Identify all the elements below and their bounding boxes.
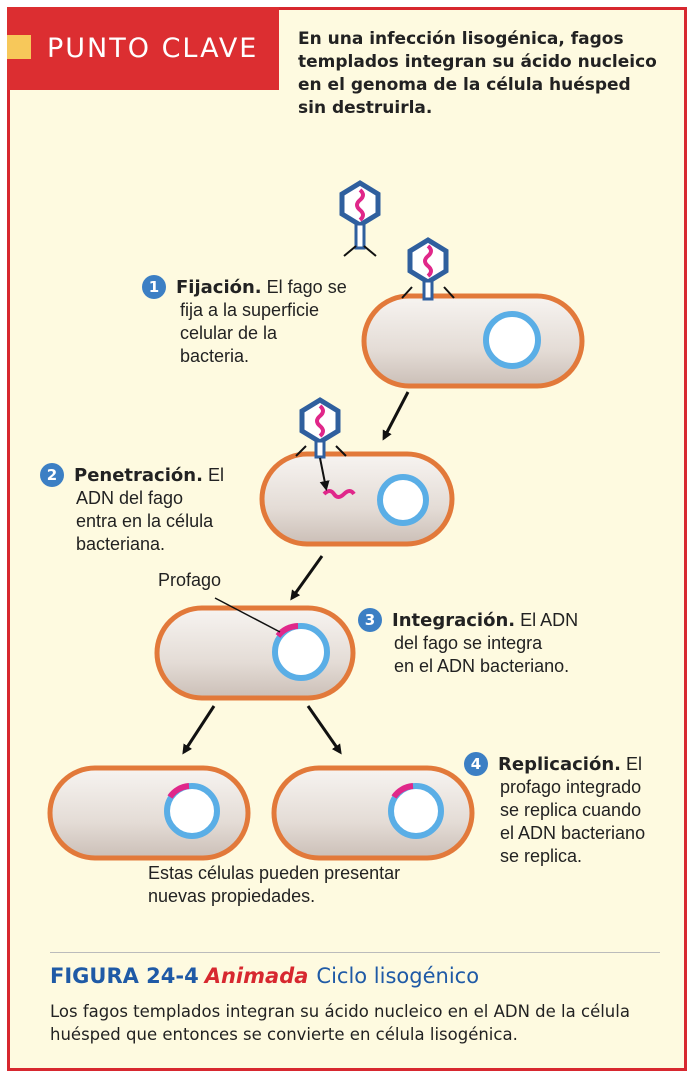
step-3-line: del fago se integra — [394, 633, 543, 653]
step-3-number: 3 — [358, 608, 382, 632]
key-point-text: En una infección lisogénica, fagos templ… — [298, 29, 657, 118]
step-1-title: Fijación. — [176, 277, 262, 298]
step-4-line: se replica cuando — [500, 800, 642, 820]
phage-injecting — [299, 397, 341, 491]
new-properties-note: Estas células pueden presentar nuevas pr… — [148, 862, 400, 908]
figure-animated-tag: Animada — [204, 964, 309, 988]
figure-title: Ciclo lisogénico — [316, 964, 480, 988]
key-point-banner: PUNTO CLAVE — [7, 7, 279, 90]
step-4-line: El — [625, 754, 642, 774]
free-phage — [339, 180, 381, 257]
step-1-line: fija a la superficie — [180, 300, 320, 320]
new-properties-line: Estas células pueden presentar — [148, 863, 401, 883]
caption-divider — [50, 952, 660, 953]
step-3-line: El ADN — [520, 610, 579, 630]
step-4-line: el ADN bacteriano — [500, 823, 646, 843]
step-4-line: se replica. — [500, 846, 583, 866]
step-1-line: bacteria. — [180, 346, 250, 366]
step-2-line: El — [207, 465, 224, 485]
arrow-3-4a — [182, 705, 216, 755]
step-1: 1 Fijación. El fago se fija a la superfic… — [142, 275, 347, 368]
step-4-number: 4 — [464, 752, 488, 776]
cell-integration — [154, 597, 356, 701]
step-2: 2 Penetración. El ADN del fago entra en l… — [40, 463, 224, 556]
figure-caption: Los fagos templados integran su ácido nu… — [50, 1002, 630, 1044]
step-3: 3 Integración. El ADN del fago se integra… — [358, 608, 578, 678]
prophage-label: Profago — [158, 570, 222, 590]
new-properties-line: nuevas propiedades. — [148, 886, 316, 906]
banner-title: PUNTO CLAVE — [47, 33, 259, 64]
cell-replication-left — [47, 765, 251, 861]
step-4: 4 Replicación. El profago integrado se re… — [464, 752, 645, 868]
phage-attached — [407, 237, 449, 301]
arrow-3-4b — [306, 705, 342, 755]
step-1-number: 1 — [142, 275, 166, 299]
arrow-2-3 — [290, 555, 324, 601]
step-3-title: Integración. — [392, 610, 516, 631]
step-1-line: celular de la — [180, 323, 278, 343]
step-4-line: profago integrado — [500, 777, 642, 797]
cell-replication-right — [271, 765, 475, 861]
step-3-line: en el ADN bacteriano. — [394, 656, 570, 676]
step-2-title: Penetración. — [74, 465, 203, 486]
step-2-number: 2 — [40, 463, 64, 487]
step-1-line: El fago se — [266, 277, 347, 297]
step-2-line: bacteriana. — [76, 534, 166, 554]
banner-tab — [7, 35, 31, 59]
figure-number: FIGURA 24-4 — [50, 964, 199, 988]
prophage-pointer — [214, 597, 281, 633]
cell-attachment — [361, 286, 585, 389]
step-2-line: entra en la célula — [76, 511, 214, 531]
cell-penetration — [259, 445, 455, 547]
step-4-title: Replicación. — [498, 754, 621, 775]
arrow-1-2 — [382, 391, 410, 441]
step-2-line: ADN del fago — [76, 488, 184, 508]
